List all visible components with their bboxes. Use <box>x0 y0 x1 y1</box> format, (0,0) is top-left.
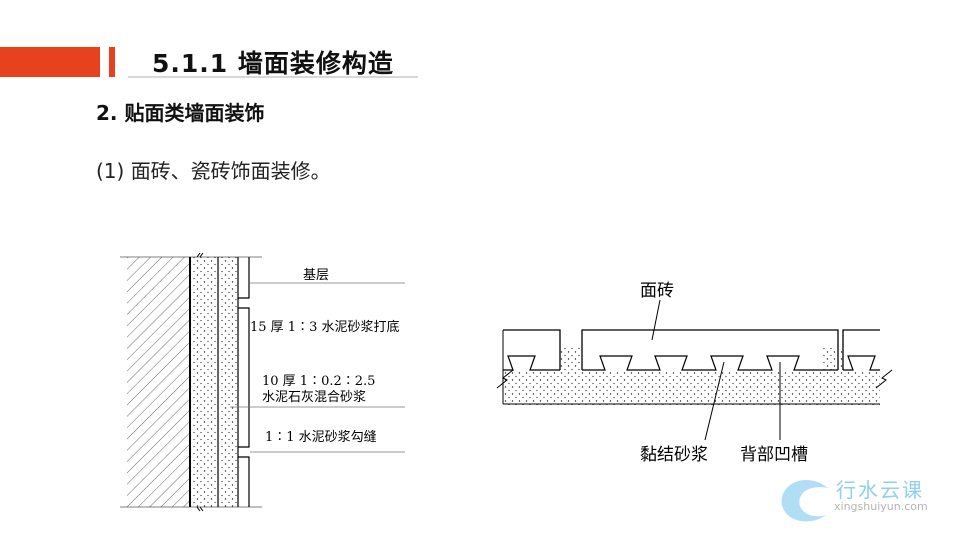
page-title: 5.1.1 墙面装修构造 <box>152 49 394 78</box>
list-item: (1) 面砖、瓷砖饰面装修。 <box>96 159 331 183</box>
section-heading: 2. 贴面类墙面装饰 <box>96 101 265 125</box>
wall-section-diagram: 基层 15 厚 1∶3 水泥砂浆打底 10 厚 1∶0.2∶2.5 水泥石灰混合… <box>120 252 405 512</box>
accent-bar <box>0 47 100 77</box>
label-joint: 1∶1 水泥砂浆勾缝 <box>265 430 377 445</box>
watermark-name: 行水云课 <box>836 478 924 502</box>
label-base: 基层 <box>303 268 329 283</box>
watermark-wave-icon <box>781 479 828 522</box>
tile-section-diagram: 面砖 黏结砂浆 背部凹槽 <box>496 281 893 465</box>
accent-tick <box>109 47 115 77</box>
label-mix-mortar: 水泥石灰混合砂浆 <box>262 390 366 405</box>
label-mortar: 黏结砂浆 <box>640 445 708 465</box>
label-tile: 面砖 <box>640 281 674 301</box>
title-underline <box>128 76 418 78</box>
label-groove: 背部凹槽 <box>740 445 808 465</box>
label-mix-ratio: 10 厚 1∶0.2∶2.5 <box>262 374 375 389</box>
label-base-plaster: 15 厚 1∶3 水泥砂浆打底 <box>250 319 399 335</box>
watermark-url: xingshuiyun.com <box>834 500 928 513</box>
